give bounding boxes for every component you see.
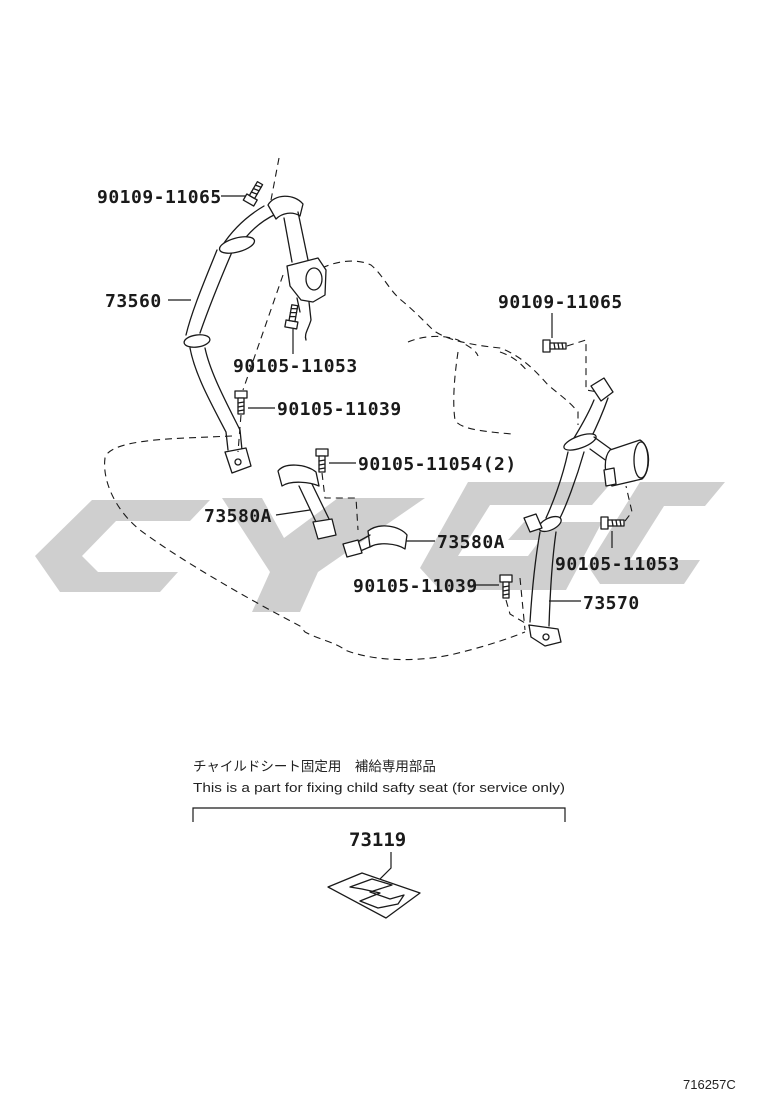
service-note-english: This is a part for fixing child safty se… xyxy=(193,781,565,795)
mount-line-buckle xyxy=(321,472,359,531)
left-retractor-spool xyxy=(305,267,323,291)
callout-bolt-lower-left: 90105-11039 xyxy=(277,399,402,420)
callout-buckle-right: 73580A xyxy=(437,532,505,553)
bolt-thread xyxy=(318,459,326,470)
mount-line-lower-center xyxy=(505,599,531,627)
bolt-thread xyxy=(250,184,262,195)
callout-bolt-upper-left: 90109-11065 xyxy=(97,187,222,208)
left-belt-upper-anchor xyxy=(267,195,304,220)
service-note-bracket xyxy=(192,807,566,822)
mount-line-retractor-right xyxy=(624,485,633,522)
right-buckle-anchor xyxy=(342,539,363,558)
callout-belt-left: 73560 xyxy=(105,291,162,312)
left-anchor-hole xyxy=(234,458,242,466)
bolt-thread xyxy=(237,401,245,412)
watermark-shape-4 xyxy=(588,482,725,584)
bolt-icon-upper-left xyxy=(242,180,264,207)
left-seat-belt-assembly xyxy=(183,195,327,474)
leader-lines xyxy=(168,195,613,602)
service-note-japanese: チャイルドシート固定用 補給専用部品 xyxy=(193,759,436,775)
bolt-icon-buckle xyxy=(315,448,329,473)
left-belt-shoulder-webbing xyxy=(185,249,233,336)
seatback-lower-outline xyxy=(407,335,479,357)
right-belt-shoulder-webbing xyxy=(545,451,585,519)
left-belt-retractor-webbing xyxy=(283,211,309,263)
bolt-icon-upper-right xyxy=(542,339,567,353)
left-belt-upper-guide xyxy=(218,236,256,254)
seatback-top-outline xyxy=(321,260,579,425)
inset-part-group: 73119 xyxy=(327,829,421,919)
seat-phantom-outline xyxy=(104,260,579,661)
bolt-thread xyxy=(611,519,622,527)
bolt-thread xyxy=(502,585,510,596)
inset-part-number: 73119 xyxy=(349,829,406,851)
mount-line-upper-right xyxy=(566,339,599,393)
bolt-head xyxy=(600,516,609,530)
bolt-head xyxy=(234,390,248,399)
right-belt-upper-anchor xyxy=(590,377,614,402)
callout-bolt-retractor-right: 90105-11053 xyxy=(555,554,680,575)
right-retractor-spool xyxy=(633,441,649,479)
bolt-icon-lower-left xyxy=(234,390,248,415)
bolt-icon-retractor-right xyxy=(600,516,625,530)
watermark-shape-3 xyxy=(420,482,612,590)
right-belt-lap-webbing xyxy=(529,531,557,627)
right-belt-lower-anchor xyxy=(528,624,562,647)
bolt-thread xyxy=(553,342,564,350)
mount-line-lower-left xyxy=(237,414,242,453)
seat-cushion-right-edge xyxy=(519,577,526,631)
bolt-thread xyxy=(289,308,298,318)
leader-buckle-left xyxy=(275,509,311,516)
right-belt-tongue xyxy=(523,513,543,533)
callout-bolt-buckle: 90105-11054(2) xyxy=(358,454,517,475)
right-anchor-hole xyxy=(542,633,550,641)
left-belt-middle-guide xyxy=(183,334,211,348)
right-belt-upper-guide xyxy=(563,433,597,451)
leader-inset-part xyxy=(378,852,392,881)
callout-bolt-retractor-left: 90105-11053 xyxy=(233,356,358,377)
mounting-lines xyxy=(237,157,633,627)
bolt-icon-lower-center xyxy=(499,574,513,599)
right-buckle-head xyxy=(367,525,408,550)
figure-id: 716257C xyxy=(683,1077,736,1092)
left-buckle-assembly xyxy=(277,464,337,540)
callout-buckle-left: 73580A xyxy=(204,506,272,527)
left-buckle-head xyxy=(277,464,320,487)
left-buckle-anchor xyxy=(312,518,337,540)
right-buckle-assembly xyxy=(342,525,408,558)
mount-line-upper-left xyxy=(270,157,280,201)
bolt-head xyxy=(542,339,551,353)
seat-cushion-outline xyxy=(104,435,526,661)
callout-labels: 90109-11065 73560 90105-11053 90105-1103… xyxy=(97,187,680,614)
right-retractor-tab xyxy=(603,467,617,487)
service-note: チャイルドシート固定用 補給専用部品 This is a part for fi… xyxy=(192,759,566,822)
watermark-shape-2 xyxy=(222,498,425,612)
bolt-head xyxy=(499,574,513,583)
left-retractor-bracket xyxy=(296,297,312,341)
left-buckle-strap xyxy=(298,483,331,525)
watermark-shape-1 xyxy=(35,500,210,592)
bolt-icon-retractor-left xyxy=(284,304,299,330)
bolt-head xyxy=(315,448,329,457)
seatback-inner-outline xyxy=(453,351,513,435)
callout-bolt-lower-center: 90105-11039 xyxy=(353,576,478,597)
child-seat-anchor-slot xyxy=(349,878,405,909)
callout-belt-right: 73570 xyxy=(583,593,640,614)
callout-bolt-upper-right: 90109-11065 xyxy=(498,292,623,313)
watermark-logo xyxy=(35,482,725,612)
left-belt-lower-anchor xyxy=(224,447,252,474)
right-seat-belt-assembly xyxy=(523,377,650,647)
left-belt-lap-webbing xyxy=(189,347,243,451)
right-belt-retractor-webbing xyxy=(589,436,613,463)
seatback-side-outline xyxy=(499,351,529,373)
mount-line-retractor-left xyxy=(242,274,284,391)
